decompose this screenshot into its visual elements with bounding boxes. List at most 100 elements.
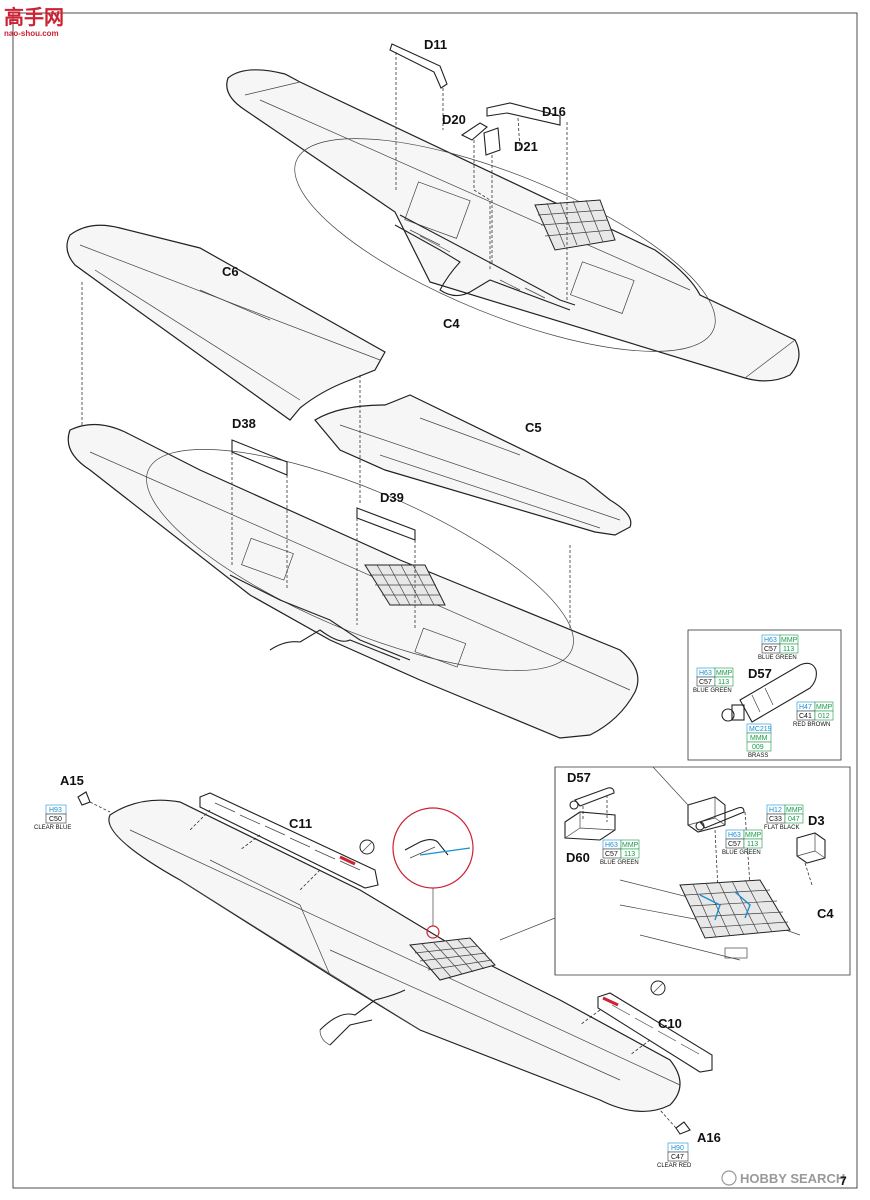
d57-part: [721, 662, 817, 723]
label-d60: D60: [566, 850, 590, 865]
color-code-d57-bottom: MC219 MMM 009 BRASS: [746, 723, 772, 759]
part-d21: D21: [483, 127, 538, 265]
svg-text:BLUE GREEN: BLUE GREEN: [722, 850, 761, 856]
part-c11: [189, 792, 379, 891]
svg-text:C50: C50: [49, 816, 62, 823]
svg-text:H63: H63: [699, 670, 712, 677]
svg-text:H93: H93: [49, 807, 62, 814]
color-code-c4: H63 MMP C57 113 BLUE GREEN: [722, 829, 763, 856]
watermark-url: nao-shou.com: [4, 29, 59, 38]
svg-text:009: 009: [752, 744, 764, 751]
bottom-wing-assembly: [108, 799, 681, 1113]
svg-text:113: 113: [747, 841, 758, 848]
svg-text:BLUE GREEN: BLUE GREEN: [758, 655, 797, 661]
svg-text:H63: H63: [764, 637, 777, 644]
svg-text:H63: H63: [605, 842, 618, 849]
color-code-d57-left: H63 MMP C57 113 BLUE GREEN: [693, 667, 734, 694]
svg-text:FLAT BLACK: FLAT BLACK: [764, 825, 799, 831]
part-d20: D20: [442, 112, 491, 270]
c4-wheel-well-detail: [619, 879, 801, 961]
svg-text:C57: C57: [764, 646, 777, 653]
label-d16: D16: [542, 104, 566, 119]
label-c5: C5: [525, 420, 542, 435]
wing-halves-c6-c5: [66, 224, 632, 536]
label-d3: D3: [808, 813, 825, 828]
svg-text:BLUE GREEN: BLUE GREEN: [600, 860, 639, 866]
bottom-wing-wheel-well-grid: [409, 937, 496, 981]
part-d16: D16: [486, 102, 568, 300]
svg-text:MMP: MMP: [716, 670, 733, 677]
part-d11: D11: [389, 37, 448, 190]
watermark-logo-text: 高手网: [4, 5, 64, 29]
hobby-search-text: HOBBY SEARCH: [740, 1171, 845, 1186]
color-code-d57-right: H47 MMP C41 012 RED BROWN: [793, 701, 834, 728]
color-code-a15: H93 C50 CLEAR BLUE: [34, 804, 71, 831]
label-d57-inset: D57: [748, 666, 772, 681]
svg-text:H63: H63: [728, 832, 741, 839]
svg-text:113: 113: [718, 679, 729, 686]
label-d21: D21: [514, 139, 538, 154]
d3-part: [796, 832, 826, 886]
d60-part: [564, 811, 616, 841]
d57-detail-inset: D57 H63 MMP C57 113 BLUE GREEN H63 MMP C…: [687, 629, 842, 761]
hobby-search-watermark: HOBBY SEARCH: [721, 1170, 845, 1186]
lower-wing-wheel-well-grid: [364, 564, 446, 606]
svg-text:MMP: MMP: [786, 807, 803, 814]
top-wing-wheel-well-grid: [534, 199, 616, 251]
inset-callout-line: [499, 917, 556, 941]
svg-text:MMP: MMP: [816, 704, 833, 711]
label-c11: C11: [289, 816, 312, 831]
label-c4-top: C4: [443, 316, 460, 331]
svg-text:H12: H12: [769, 807, 782, 814]
svg-text:MC219: MC219: [749, 726, 772, 733]
svg-text:113: 113: [783, 646, 794, 653]
part-d38: D38: [231, 416, 288, 590]
svg-text:047: 047: [788, 816, 800, 823]
color-code-d60: H63 MMP C57 113 BLUE GREEN: [600, 839, 640, 866]
label-c6: C6: [222, 264, 239, 279]
svg-text:C33: C33: [769, 816, 782, 823]
svg-text:MMP: MMP: [622, 842, 639, 849]
label-c10: C10: [658, 1016, 682, 1031]
watermark-logo: 高手网 nao-shou.com: [4, 5, 64, 38]
page-border: [12, 12, 858, 1189]
label-a15: A15: [60, 773, 84, 788]
label-d57-small: D57: [567, 770, 591, 785]
d57-small-part: [569, 787, 615, 822]
label-a16: A16: [697, 1130, 721, 1145]
part-d39: D39: [356, 490, 416, 630]
color-code-d3: H12 MMP C33 047 FLAT BLACK: [764, 804, 804, 831]
svg-text:CLEAR BLUE: CLEAR BLUE: [34, 825, 71, 831]
part-a16: A16 H90 C47 CLEAR RED: [657, 1109, 721, 1169]
top-wing-assembly: [226, 69, 800, 382]
color-code-a16: H90 C47 CLEAR RED: [657, 1142, 692, 1169]
svg-text:MMP: MMP: [745, 832, 762, 839]
svg-text:113: 113: [624, 851, 635, 858]
lower-wing-assembly: [67, 423, 639, 739]
svg-text:BLUE GREEN: BLUE GREEN: [693, 688, 732, 694]
svg-text:RED BROWN: RED BROWN: [793, 722, 830, 728]
color-code-d57-top: H63 MMP C57 113 BLUE GREEN: [758, 634, 799, 661]
svg-text:MMM: MMM: [750, 735, 768, 742]
svg-text:C41: C41: [799, 713, 812, 720]
svg-text:BRASS: BRASS: [748, 753, 768, 759]
svg-text:CLEAR RED: CLEAR RED: [657, 1163, 692, 1169]
svg-text:C57: C57: [699, 679, 712, 686]
svg-text:C47: C47: [671, 1154, 684, 1161]
svg-text:012: 012: [818, 713, 830, 720]
svg-text:H47: H47: [799, 704, 812, 711]
part-c10: [579, 980, 713, 1073]
label-d39: D39: [380, 490, 404, 505]
label-d20: D20: [442, 112, 466, 127]
label-d11: D11: [424, 37, 447, 52]
svg-text:C57: C57: [605, 851, 618, 858]
assembled-d57-d60: [687, 796, 751, 891]
wheel-well-detail-inset: D57 D60 H63 MMP C57 113 BLUE GREEN: [554, 766, 851, 976]
svg-text:C57: C57: [728, 841, 741, 848]
part-a15: A15 H93 C50 CLEAR BLUE: [34, 773, 111, 831]
label-d38: D38: [232, 416, 256, 431]
svg-text:H90: H90: [671, 1145, 684, 1152]
page-number: 7: [840, 1174, 847, 1188]
svg-text:MMP: MMP: [781, 637, 798, 644]
